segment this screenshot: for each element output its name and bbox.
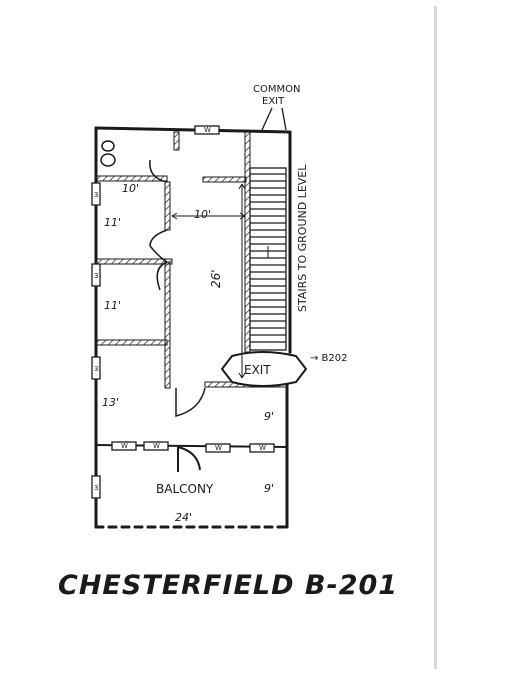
exit-landing-shape bbox=[220, 351, 308, 387]
wall-bath-bottom bbox=[96, 175, 168, 182]
window-icon: W bbox=[249, 443, 275, 453]
hall-width-label: 10' bbox=[194, 208, 211, 221]
window-icon: W bbox=[205, 443, 231, 453]
window-icon: 3 bbox=[91, 475, 101, 499]
common-exit-callout: COMMON EXIT bbox=[253, 84, 300, 131]
balcony-label: BALCONY bbox=[156, 482, 214, 496]
stairs-label: STAIRS TO GROUND LEVEL bbox=[296, 164, 309, 312]
room1-door-swing bbox=[149, 229, 168, 263]
window-mark: 3 bbox=[94, 272, 98, 280]
windows: W W W W W 3 3 3 3 bbox=[91, 125, 275, 499]
window-icon: W bbox=[194, 125, 220, 135]
stair-treads bbox=[250, 173, 286, 343]
common-exit-label-2: EXIT bbox=[262, 96, 285, 107]
window-mark: W bbox=[153, 442, 160, 450]
window-icon: W bbox=[111, 441, 137, 451]
room1-depth-label: 11' bbox=[104, 216, 121, 229]
bathroom-fixtures bbox=[100, 140, 116, 167]
bath-door-swing bbox=[149, 159, 168, 183]
common-exit-pointers bbox=[261, 107, 287, 131]
hall-length-arrows bbox=[238, 183, 246, 379]
window-mark: W bbox=[121, 442, 128, 450]
window-icon: W bbox=[143, 441, 169, 451]
top-wall bbox=[94, 126, 292, 134]
balcony-depth-label: 9' bbox=[264, 482, 274, 495]
wall-stair-left bbox=[244, 131, 251, 353]
window-mark: W bbox=[204, 126, 211, 134]
exit-label: EXIT bbox=[244, 363, 271, 377]
toilet-icon bbox=[101, 140, 115, 152]
stairs bbox=[249, 167, 287, 351]
common-exit-label-1: COMMON bbox=[253, 84, 300, 95]
wall-hall-top bbox=[202, 176, 247, 183]
doors bbox=[149, 159, 206, 417]
plan-title: CHESTERFIELD B-201 bbox=[58, 570, 399, 601]
window-mark: W bbox=[259, 444, 266, 452]
page-edge-shadow bbox=[434, 6, 437, 669]
balcony-door-swing bbox=[177, 446, 201, 472]
room3-depth-label: 13' bbox=[102, 396, 119, 409]
window-icon: 3 bbox=[91, 182, 101, 206]
window-mark: 3 bbox=[94, 484, 98, 492]
exit-landing: EXIT → B202 bbox=[220, 351, 348, 387]
room3-door-swing bbox=[175, 387, 206, 417]
stair-outline bbox=[249, 167, 287, 351]
wall-room2-bottom bbox=[96, 339, 168, 346]
exit-destination: → B202 bbox=[310, 353, 348, 364]
wall-hall-left-b bbox=[164, 261, 171, 389]
wall-bath-stub bbox=[173, 131, 180, 151]
front-depth-label: 9' bbox=[264, 410, 274, 423]
dimension-labels: 10' 11' 10' 11' 26' 13' 9' BALCONY 9' 24… bbox=[102, 182, 274, 524]
window-mark: 3 bbox=[94, 191, 98, 199]
hall-width-arrows bbox=[171, 212, 246, 220]
room2-door-swing bbox=[156, 261, 168, 291]
room1-width-label: 10' bbox=[122, 182, 139, 195]
dimension-lines bbox=[171, 183, 246, 379]
window-icon: 3 bbox=[91, 263, 101, 287]
hall-length-label: 26' bbox=[209, 269, 223, 288]
wall-room1-bottom bbox=[96, 258, 173, 265]
room2-depth-label: 11' bbox=[104, 299, 121, 312]
overall-width-label: 24' bbox=[175, 511, 192, 524]
window-icon: 3 bbox=[91, 356, 101, 380]
window-mark: 3 bbox=[94, 365, 98, 373]
window-mark: W bbox=[215, 444, 222, 452]
wall-hall-left-a bbox=[164, 181, 171, 231]
sink-icon bbox=[100, 153, 116, 167]
